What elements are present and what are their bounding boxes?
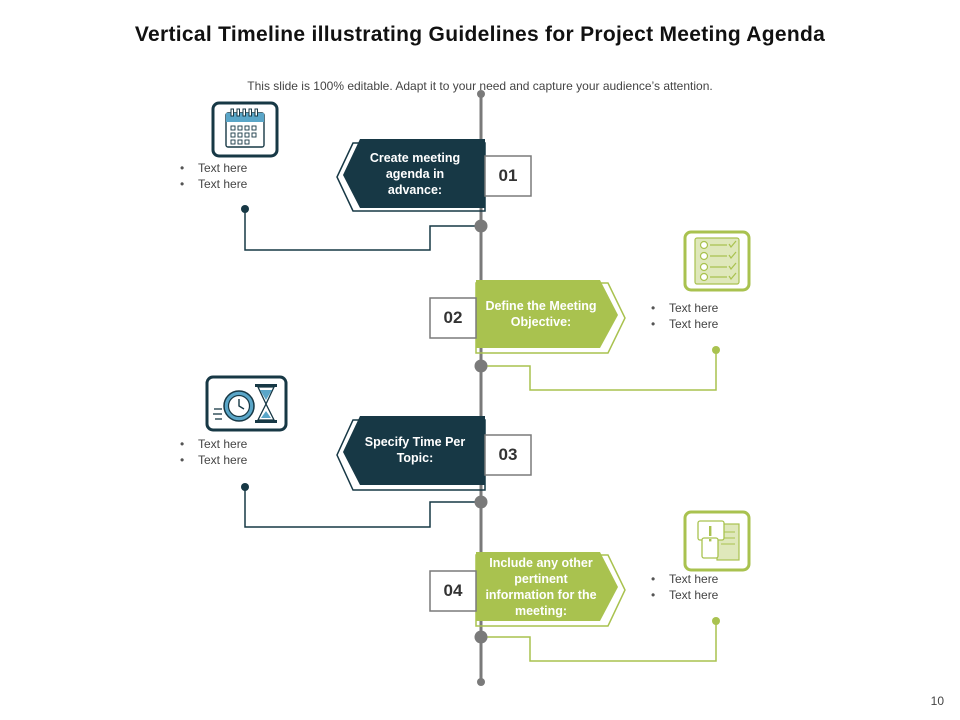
- timeline-dot-bottom: [477, 678, 485, 686]
- step-4-shape: [429, 552, 626, 627]
- page-number: 10: [930, 694, 944, 708]
- step-3-label: Specify Time Per Topic:: [364, 435, 466, 465]
- bullet-item: Text here: [180, 436, 247, 452]
- step-1-number: 01: [498, 166, 518, 185]
- page-title: Vertical Timeline illustrating Guideline…: [134, 23, 826, 46]
- step-2-number: 02: [443, 308, 463, 327]
- bullet-item: Text here: [180, 176, 247, 192]
- step-2-connector: [474, 346, 720, 391]
- step-3-bullets: Text here Text here: [180, 436, 247, 468]
- step-2-shape: [429, 280, 626, 354]
- step-3-connector: [241, 483, 488, 528]
- presentation-icon: [683, 510, 751, 572]
- bullet-item: Text here: [651, 571, 718, 587]
- step-2-bullets: Text here Text here: [651, 300, 718, 332]
- bullet-item: Text here: [651, 316, 718, 332]
- step-1-bullets: Text here Text here: [180, 160, 247, 192]
- clock-hourglass-icon: [205, 375, 288, 432]
- bullet-item: Text here: [651, 300, 718, 316]
- step-4-label: Include any other pertinent information …: [485, 556, 597, 618]
- step-1-shape: [336, 139, 532, 212]
- calendar-icon: [211, 101, 279, 158]
- step-1-connector: [241, 205, 488, 251]
- checklist-icon: [683, 230, 751, 292]
- bullet-item: Text here: [180, 452, 247, 468]
- timeline-dot-top: [477, 90, 485, 98]
- step-3-shape: [336, 416, 532, 491]
- step-4-connector: [474, 617, 720, 662]
- step-1-label: Create meeting agenda in advance:: [369, 151, 461, 197]
- page-subtitle: This slide is 100% editable. Adapt it to…: [247, 79, 713, 93]
- step-2-label: Define the Meeting Objective:: [485, 299, 597, 329]
- step-3-number: 03: [498, 445, 518, 464]
- step-4-bullets: Text here Text here: [651, 571, 718, 603]
- bullet-item: Text here: [651, 587, 718, 603]
- step-4-number: 04: [443, 581, 463, 600]
- bullet-item: Text here: [180, 160, 247, 176]
